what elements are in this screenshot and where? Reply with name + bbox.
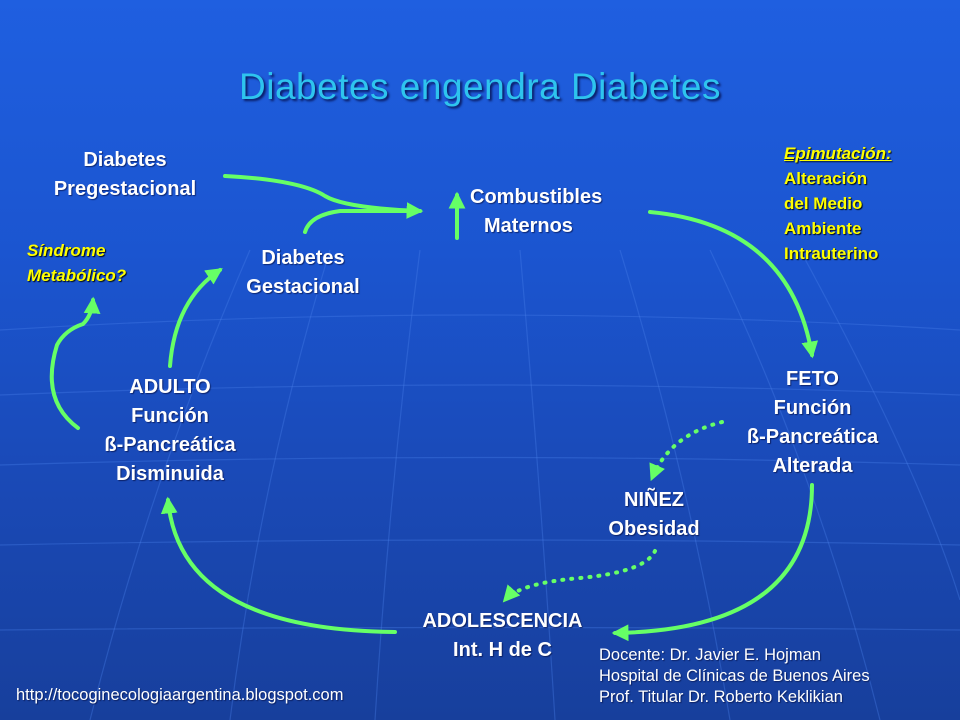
node-line: Pregestacional — [53, 178, 197, 200]
node-feto: FETO Función ß-Pancreática Alterada — [725, 365, 900, 481]
node-line: Int. H de C — [453, 639, 552, 661]
epimutacion-line: del Medio — [784, 194, 863, 213]
node-line: Diabetes — [261, 247, 345, 269]
epimutacion-heading: Epimutación: — [784, 144, 892, 163]
epimutacion-line: Alteración — [784, 169, 868, 188]
sindrome-line: Metabólico? — [27, 266, 127, 285]
node-line: Alterada — [772, 455, 853, 477]
node-line: Función — [773, 397, 852, 419]
node-combustibles-maternos: Combustibles Maternos — [470, 183, 602, 241]
node-line: Disminuida — [116, 463, 224, 485]
node-line: Combustibles — [470, 186, 603, 208]
node-line: Maternos — [484, 215, 573, 237]
source-url: http://tocoginecologiaargentina.blogspot… — [16, 686, 344, 704]
credit-line: Hospital de Clínicas de Buenos Aires — [599, 667, 870, 685]
arrow-ninez-to-adolescencia-dotted — [502, 549, 657, 603]
node-line: ß-Pancreática — [104, 434, 236, 456]
node-ninez: NIÑEZ Obesidad — [584, 486, 724, 544]
node-line: ADULTO — [129, 376, 211, 398]
node-line: ß-Pancreática — [746, 426, 879, 448]
credit-line: Prof. Titular Dr. Roberto Keklikian — [599, 688, 843, 706]
credit-line: Docente: Dr. Javier E. Hojman — [599, 646, 821, 664]
credits: Docente: Dr. Javier E. Hojman Hospital d… — [599, 645, 870, 708]
node-diabetes-pregestacional: Diabetes Pregestacional — [25, 146, 225, 204]
sindrome-metabolico-label: Síndrome Metabólico? — [27, 238, 126, 288]
node-line: Diabetes — [83, 149, 167, 171]
page-title: Diabetes engendra Diabetes — [239, 66, 721, 107]
node-line: NIÑEZ — [624, 489, 684, 511]
node-line: FETO — [786, 368, 839, 390]
epimutacion-line: Intrauterino — [784, 244, 879, 263]
arrow-gestacional-to-combustibles — [303, 209, 422, 234]
node-line: Función — [131, 405, 209, 427]
node-adolescencia: ADOLESCENCIA Int. H de C — [395, 607, 610, 665]
arrow-adolescencia-to-adulto — [160, 496, 397, 634]
arrow-adulto-to-gestacional — [168, 268, 223, 368]
arrow-feto-to-ninez-dotted — [649, 420, 724, 482]
sindrome-line: Síndrome — [27, 241, 106, 260]
node-line: Gestacional — [246, 276, 360, 298]
node-line: ADOLESCENCIA — [422, 610, 583, 632]
arrow-pregestacional-to-combustibles — [223, 174, 424, 219]
node-adulto: ADULTO Función ß-Pancreática Disminuida — [80, 373, 260, 489]
arrow-combustibles-to-feto — [648, 210, 819, 359]
node-line: Obesidad — [608, 518, 700, 540]
epimutacion-note: Epimutación: Alteración del Medio Ambien… — [784, 141, 892, 266]
epimutacion-line: Ambiente — [784, 219, 862, 238]
arrow-adulto-to-sindrome — [49, 296, 101, 430]
arrow-feto-to-adolescencia — [611, 483, 814, 642]
node-diabetes-gestacional: Diabetes Gestacional — [223, 244, 383, 302]
